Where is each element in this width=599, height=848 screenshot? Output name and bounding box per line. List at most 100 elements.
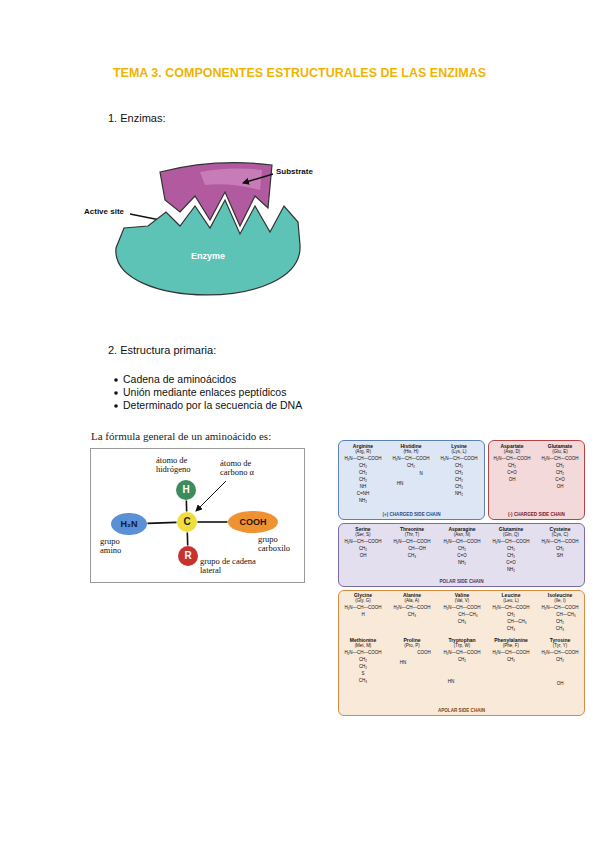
amino-acid-code: (Pro, P): [404, 644, 420, 649]
formula-text: NH₂: [507, 568, 515, 573]
formula-text: CH₂: [455, 471, 463, 476]
page-title: TEMA 3. COMPONENTES ESTRUCTURALES DE LAS…: [0, 66, 599, 80]
formula-text: H₂N—CH—COOH: [492, 651, 529, 656]
formula-text: CH₃: [507, 627, 515, 632]
amino-acid-code: (Phe, F): [503, 644, 519, 649]
formula-text: CH₃: [458, 620, 466, 625]
formula-text: CH₂: [507, 554, 515, 559]
formula-text: H₂N—CH—COOH: [344, 651, 381, 656]
text-label: Cadena de aminoácidos: [123, 374, 236, 385]
formula-text: HN: [397, 482, 404, 487]
substrate-highlight: [200, 168, 262, 190]
carbon-circle: C: [177, 512, 197, 532]
formula-text: CH₂: [359, 478, 367, 483]
amino-acid-code: (Tyr, Y): [553, 644, 567, 649]
atom-ellipse: [176, 480, 196, 500]
formula-text: H₂N—CH—COOH: [493, 457, 530, 462]
amino-acid-name: Leucine: [502, 593, 521, 598]
amino-acid-name: Asparagine: [448, 527, 475, 532]
formula-text: CH₂: [507, 613, 515, 618]
amino-acid-code: (Gly, G): [355, 599, 370, 604]
formula-text: H₂N—CH—COOH: [440, 457, 477, 462]
amino-acid-name: Threonine: [400, 527, 424, 532]
formula-text: C=O: [507, 471, 516, 476]
formula-text: CH—CH₃: [458, 613, 477, 618]
formula-text: SH: [557, 554, 563, 559]
side-chain-circle: R: [178, 546, 198, 566]
node-text: C: [183, 517, 190, 527]
amino-acid-name: Cysteine: [550, 527, 571, 532]
node-text: H₂N: [121, 520, 138, 529]
amino-acid-code: (Ile, I): [554, 599, 566, 604]
amino-acid-code: (Thr, T): [405, 533, 420, 538]
formula-text: N: [419, 472, 422, 477]
node-text: COOH: [240, 518, 267, 527]
amino-acid-code: (Trp, W): [454, 644, 470, 649]
formula-text: CH₂: [556, 547, 564, 552]
formula-text: H₂N—CH—COOH: [541, 457, 578, 462]
formula-text: CH₂: [556, 658, 564, 663]
formula-text: CH—OH: [408, 547, 426, 552]
formula-text: CH₂: [458, 658, 466, 663]
formula-text: CH—CH₃: [507, 620, 526, 625]
amino-acid-name: Proline: [404, 638, 421, 643]
amino-acid-name: Glycine: [354, 593, 372, 598]
formula-text: H: [361, 613, 364, 618]
bond-line: [186, 500, 188, 511]
atom-ellipse: [228, 511, 278, 533]
bullet: [114, 378, 118, 382]
connector-layer: [147, 500, 227, 545]
formula-text: H₂N—CH—COOH: [443, 540, 480, 545]
bond-line: [147, 522, 176, 523]
amino-acid-name: Histidine: [400, 444, 421, 449]
formula-text: CH₂: [556, 464, 564, 469]
amino-acid-name: Arginine: [353, 444, 373, 449]
formula-text: CH₂: [458, 547, 466, 552]
formula-text: OH: [557, 682, 564, 687]
formula-text: CH₃: [408, 613, 416, 618]
amino-acid-name: Aspartate: [500, 444, 523, 449]
node-text: Enzyme: [112, 251, 304, 261]
carboxyl-ellipse: COOH: [228, 511, 278, 533]
node-text: (+) CHARGED SIDE CHAIN: [339, 512, 484, 517]
formula-text: CH₂: [455, 464, 463, 469]
text-label: Unión mediante enlaces peptídicos: [123, 387, 286, 398]
formula-text: H₂N—CH—COOH: [541, 540, 578, 545]
atom-ellipse: [177, 512, 197, 532]
amino-acid-name: Methionine: [350, 638, 376, 643]
text-label: átomo de hidrógeno: [156, 456, 206, 474]
amino-acid-name: Lysine: [451, 444, 467, 449]
formula-text: H₂N—CH—COOH: [393, 540, 430, 545]
amino-acid-name: Isoleucine: [548, 593, 572, 598]
amino-acid-code: (Val, V): [455, 599, 470, 604]
amino-acid-name: Phenylalanine: [494, 638, 528, 643]
node-text: POLAR SIDE CHAIN: [339, 579, 584, 584]
bullet: [114, 391, 118, 395]
amino-acid-code: (Arg, R): [355, 450, 371, 455]
bond-line: [198, 521, 228, 523]
formula-text: CH₂: [359, 464, 367, 469]
formula-text: H₂N—CH—COOH: [443, 606, 480, 611]
hydrogen-circle: H: [176, 480, 196, 500]
enzyme-shape: Enzyme: [112, 195, 304, 307]
amino-acid-code: (Lys, L): [452, 450, 467, 455]
amino-acid-name: Glutamate: [548, 444, 572, 449]
leader-arrow: [196, 481, 226, 511]
formula-text: CH₂: [359, 547, 367, 552]
formula-frame: La fórmula general de un aminoácido es:H…: [90, 448, 305, 583]
formula-text: H₂N—CH—COOH: [443, 651, 480, 656]
formula-text: NH₂: [359, 499, 367, 504]
formula-text: H₂N—CH—COOH: [392, 457, 429, 462]
formula-text: NH₂: [458, 561, 466, 566]
formula-text: H₂N—CH—COOH: [541, 606, 578, 611]
formula-text: CH₂: [359, 665, 367, 670]
formula-text: CH₃: [556, 627, 564, 632]
formula-text: H₂N—CH—COOH: [344, 457, 381, 462]
formula-text: CH₂: [556, 471, 564, 476]
amino-ellipse: H₂N: [111, 513, 147, 535]
amino-acid-code: (His, H): [403, 450, 418, 455]
amino-acid-code: (Ala, A): [405, 599, 420, 604]
formula-text: CH₂: [507, 547, 515, 552]
enzyme-outline: [116, 200, 300, 295]
